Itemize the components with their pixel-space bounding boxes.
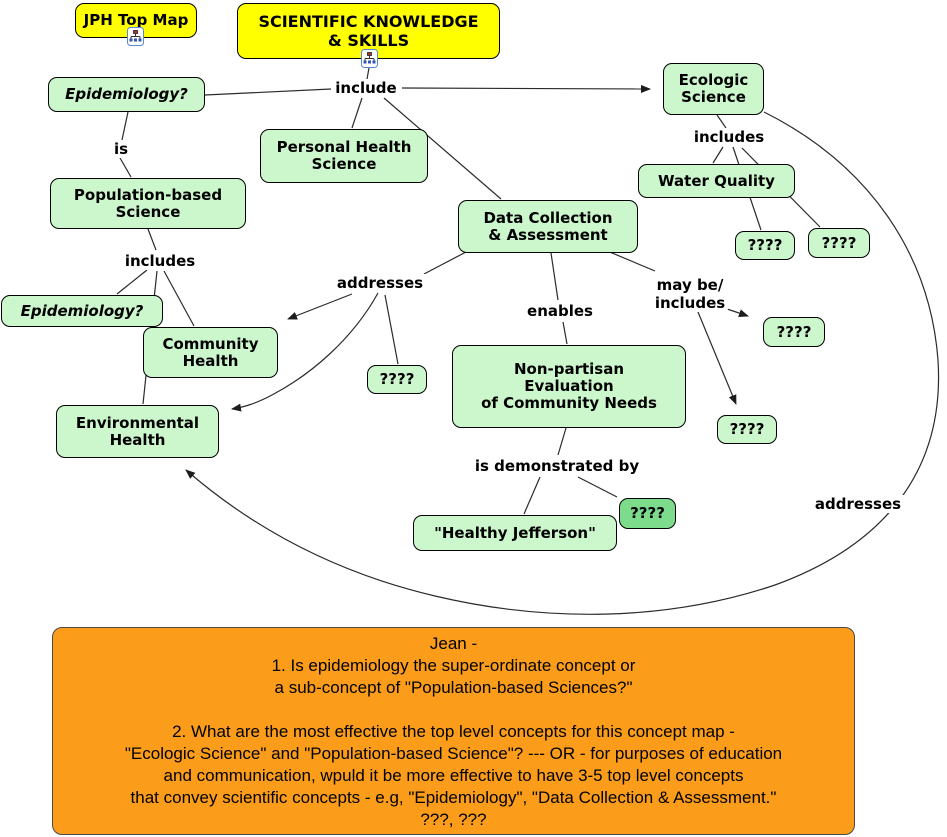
link-label-addresses-left[interactable]: addresses: [333, 274, 427, 292]
node-healthy-jefferson[interactable]: "Healthy Jefferson": [413, 515, 617, 551]
node-personal-health-science[interactable]: Personal Health Science: [260, 129, 428, 183]
link-label-includes-right[interactable]: includes: [690, 128, 768, 146]
node-unknown-5[interactable]: ????: [717, 415, 777, 444]
link-label-includes-left[interactable]: includes: [121, 252, 199, 270]
node-unknown-1[interactable]: ????: [735, 231, 795, 260]
node-environmental-health[interactable]: Environmental Health: [56, 405, 219, 458]
annotation-note[interactable]: Jean - 1. Is epidemiology the super-ordi…: [52, 627, 855, 835]
link-label-is-demonstrated-by[interactable]: is demonstrated by: [471, 457, 643, 475]
node-jph-top-map[interactable]: JPH Top Map: [75, 3, 197, 38]
link-label-include[interactable]: include: [332, 79, 400, 97]
link-label-is[interactable]: is: [110, 140, 132, 158]
link-label-addresses-right[interactable]: addresses: [811, 495, 905, 513]
node-ecologic-science[interactable]: Ecologic Science: [663, 63, 764, 115]
node-unknown-2[interactable]: ????: [808, 228, 870, 258]
link-label-enables[interactable]: enables: [524, 302, 596, 320]
node-epidemiology-1[interactable]: Epidemiology?: [48, 77, 205, 112]
node-non-partisan-evaluation[interactable]: Non-partisan Evaluation of Community Nee…: [452, 345, 686, 428]
submap-icon[interactable]: [361, 49, 378, 68]
node-community-health[interactable]: Community Health: [143, 327, 278, 378]
node-epidemiology-2[interactable]: Epidemiology?: [1, 295, 163, 327]
node-data-collection-assessment[interactable]: Data Collection & Assessment: [458, 200, 638, 253]
node-water-quality[interactable]: Water Quality: [638, 164, 795, 198]
submap-icon[interactable]: [127, 27, 144, 46]
node-unknown-4[interactable]: ????: [763, 317, 825, 347]
link-label-may-be-includes[interactable]: may be/ includes: [651, 276, 729, 312]
node-unknown-3[interactable]: ????: [367, 365, 427, 394]
node-unknown-6[interactable]: ????: [619, 498, 676, 529]
node-population-based-science[interactable]: Population-based Science: [50, 178, 246, 229]
